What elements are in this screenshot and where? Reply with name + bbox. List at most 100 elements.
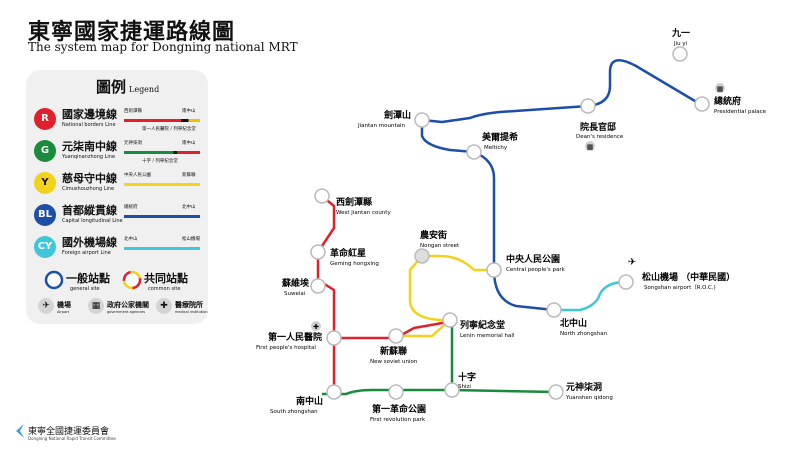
common-site-label: 共同站點: [144, 272, 188, 285]
line-bar: [124, 215, 200, 218]
station-first-revolution-park[interactable]: [388, 384, 404, 400]
label-suweiai: 蘇維埃: [281, 277, 310, 289]
route-cyan-line: [554, 280, 627, 312]
station-nongan-street[interactable]: [414, 248, 430, 264]
line-bar: [124, 183, 200, 186]
label-first-revolution-park-en: First revolution park: [370, 417, 426, 423]
footer-org: 東寧全國捷運委員會: [28, 427, 110, 437]
station-south-zhongshan[interactable]: [326, 384, 342, 400]
label-presidential-palace-en: Presidential palace: [714, 109, 767, 115]
line-badge-g: G: [34, 140, 56, 162]
line-to: 松山機場: [182, 237, 200, 242]
station-lenin-hall[interactable]: [442, 312, 458, 328]
line-from: 中央人民公園: [124, 173, 151, 178]
station-west-jiantan[interactable]: [314, 188, 330, 204]
site-legend: 一般站點 general site 共同站點 common site: [44, 268, 204, 298]
label-deans-residence: 院長官邸: [580, 121, 616, 133]
government-icon: ▦: [88, 298, 104, 314]
line-badge-r: R: [34, 108, 56, 130]
label-jiantan-mountain-en: Jiantan mountain: [357, 123, 406, 129]
label-north-zhongshan: 北中山: [560, 317, 587, 329]
line-bar: [124, 119, 200, 122]
line-name: 元柒南中線: [62, 140, 117, 153]
route-blue-line: [420, 59, 701, 312]
general-site-label-en: general site: [70, 286, 100, 292]
label-west-jiantan: 西劍潭縣: [336, 196, 372, 208]
station-deans-residence[interactable]: [580, 98, 596, 114]
hospital-icon-glyph: ✚: [313, 323, 319, 331]
station-first-hospital[interactable]: [326, 330, 342, 346]
line-name-en: National borders Line: [62, 122, 116, 128]
label-central-park-en: Central people's park: [506, 267, 566, 273]
legend-line-green[interactable]: G 元柒南中線 Yuanqinanzhong Line 元神柒洞 南中山 十字 …: [32, 138, 204, 168]
line-name: 慈母守中線: [62, 172, 117, 185]
station-presidential-palace[interactable]: [694, 96, 710, 112]
line-name-en: Foreign airport Line: [62, 250, 111, 256]
line-to: 新蘇聯: [182, 173, 196, 178]
general-site-symbol: [44, 270, 64, 290]
line-name: 首都縱貫線: [62, 204, 117, 217]
legend-line-red[interactable]: R 國家邊境線 National borders Line 西劍潭縣 南中山 第…: [32, 106, 204, 136]
government-icon: [715, 83, 725, 93]
label-jiantan-mountain: 劍潭山: [384, 109, 411, 121]
label-new-soviet-en: New soviet union: [370, 359, 418, 365]
line-extra: 十字 / 列寧紀念堂: [142, 159, 178, 164]
label-meltichy: 美爾提希: [482, 131, 518, 143]
line-name-en: Capital longitudinal Line: [62, 218, 123, 224]
legend-line-cyan[interactable]: CY 國外機場線 Foreign airport Line 北中山 松山機場: [32, 234, 204, 264]
station-geming-hongxing[interactable]: [310, 244, 326, 260]
station-suweiai[interactable]: [310, 278, 326, 294]
line-name-en: Yuanqinanzhong Line: [62, 154, 116, 160]
label-shizi-en: Shizi: [458, 384, 471, 390]
page-subtitle: The system map for Dongning national MRT: [28, 40, 298, 54]
station-jiantan-mountain[interactable]: [414, 112, 430, 128]
route-yellow-line: [396, 254, 494, 338]
label-nongan-street: 農安街: [420, 229, 447, 241]
line-to: 南中山: [182, 141, 196, 146]
label-nongan-street-en: Nongan street: [420, 243, 460, 249]
line-bar: [124, 247, 200, 250]
label-suweiai-en: Suweiai: [284, 291, 306, 297]
legend-line-yellow[interactable]: Y 慈母守中線 Cimushouzhong Line 中央人民公園 新蘇聯: [32, 170, 204, 200]
common-site-label-en: common site: [148, 286, 181, 292]
label-north-zhongshan-en: North zhongshan: [560, 331, 608, 337]
label-geming-hongxing: 革命紅星: [330, 247, 366, 259]
station-north-zhongshan[interactable]: [546, 302, 562, 318]
station-new-soviet[interactable]: [388, 328, 404, 344]
label-yuanshen-qidong-en: Yuanshen qidong: [565, 395, 613, 401]
label-west-jiantan-en: West jiantan county: [336, 210, 391, 216]
route-red-line: [316, 195, 449, 388]
line-badge-y: Y: [34, 172, 56, 194]
line-badge-cy: CY: [34, 236, 56, 258]
label-south-zhongshan: 南中山: [296, 395, 323, 407]
station-yuanshen-qidong[interactable]: [548, 384, 564, 400]
station-shizi[interactable]: [444, 382, 460, 398]
label-jiu-yi: 九一: [671, 27, 690, 39]
station-labels: 九一 Jiu yi 總統府 Presidential palace 劍潭山 Ji…: [256, 27, 767, 423]
map-facility-icons: ▦ ▦ ✈ ✚: [311, 83, 725, 331]
label-yuanshen-qidong: 元神柒洞: [566, 381, 602, 393]
label-south-zhongshan-en: South zhongshan: [270, 409, 318, 415]
station-jiu-yi[interactable]: [672, 46, 688, 62]
hospital-icon: ✚: [156, 298, 172, 314]
station-meltichy[interactable]: [466, 144, 482, 160]
hospital-icon: [311, 321, 321, 331]
station-songshan-airport[interactable]: [618, 274, 634, 290]
line-bar: [124, 151, 200, 154]
label-new-soviet: 新蘇聯: [380, 345, 407, 357]
line-name-en: Cimushouzhong Line: [62, 186, 115, 192]
label-deans-residence-en: Dean's residence: [576, 134, 624, 140]
airplane-icon: ✈: [628, 257, 636, 268]
legend-line-blue[interactable]: BL 首都縱貫線 Capital longitudinal Line 總統府 北…: [32, 202, 204, 232]
line-extra: 第一人民醫院 / 列寧紀念堂: [142, 127, 196, 132]
label-first-revolution-park: 第一革命公園: [372, 403, 426, 415]
station-central-park[interactable]: [486, 262, 502, 278]
label-first-hospital-en: First people's hospital: [256, 345, 316, 351]
page-title: 東寧國家捷運路線圖: [28, 19, 236, 45]
